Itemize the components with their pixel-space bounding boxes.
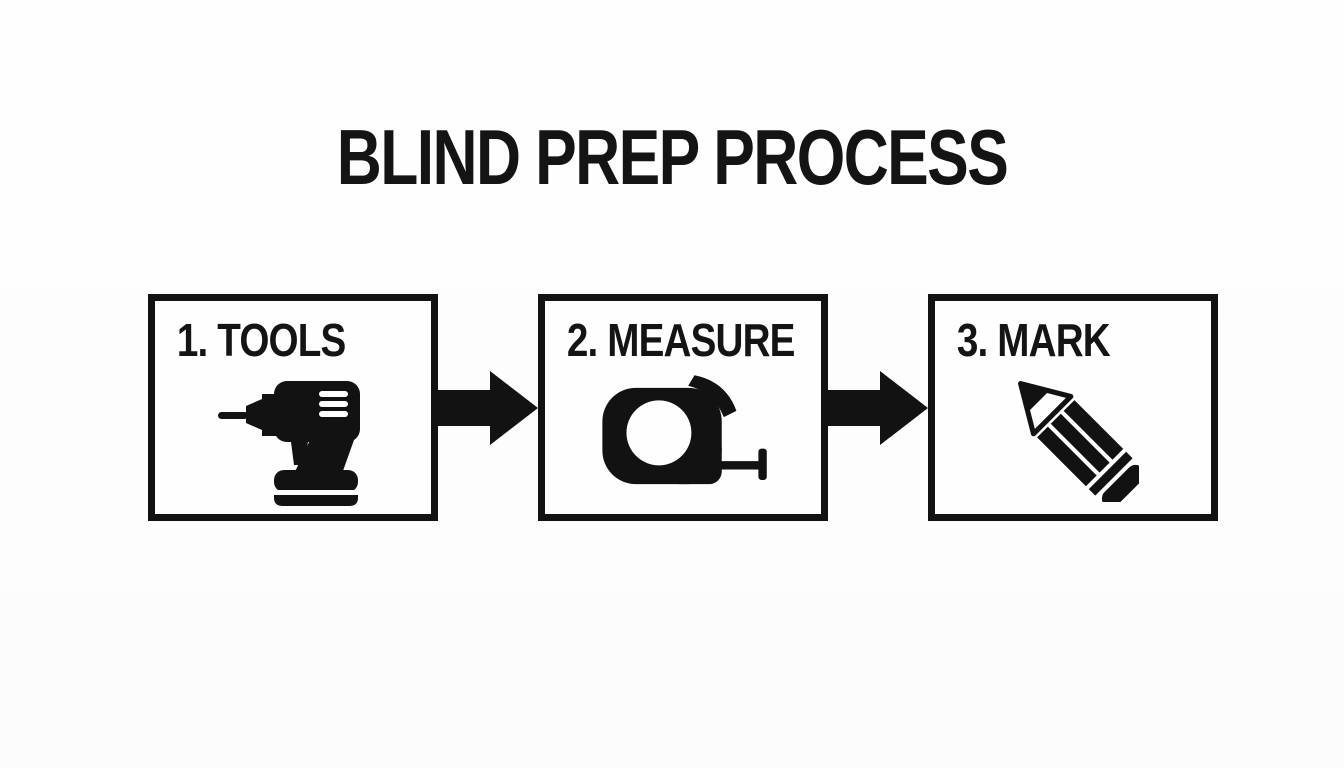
page-title: BLIND PREP PROCESS bbox=[336, 113, 1009, 201]
drill-icon bbox=[155, 363, 431, 514]
step-box-mark: 3. MARK bbox=[928, 294, 1218, 521]
process-flow: 1. TOOLS bbox=[148, 294, 1218, 521]
step-box-measure: 2. MEASURE bbox=[538, 294, 828, 521]
arrow-right-icon bbox=[438, 370, 538, 445]
tape-measure-icon bbox=[545, 363, 821, 514]
arrow-right-icon bbox=[828, 370, 928, 445]
step-box-tools: 1. TOOLS bbox=[148, 294, 438, 521]
flow-connector bbox=[438, 294, 538, 521]
step-label-measure: 2. MEASURE bbox=[566, 314, 796, 366]
pencil-icon bbox=[935, 363, 1211, 514]
step-label-tools: 1. TOOLS bbox=[176, 314, 346, 366]
step-label-mark: 3. MARK bbox=[956, 314, 1111, 366]
flow-connector bbox=[828, 294, 928, 521]
